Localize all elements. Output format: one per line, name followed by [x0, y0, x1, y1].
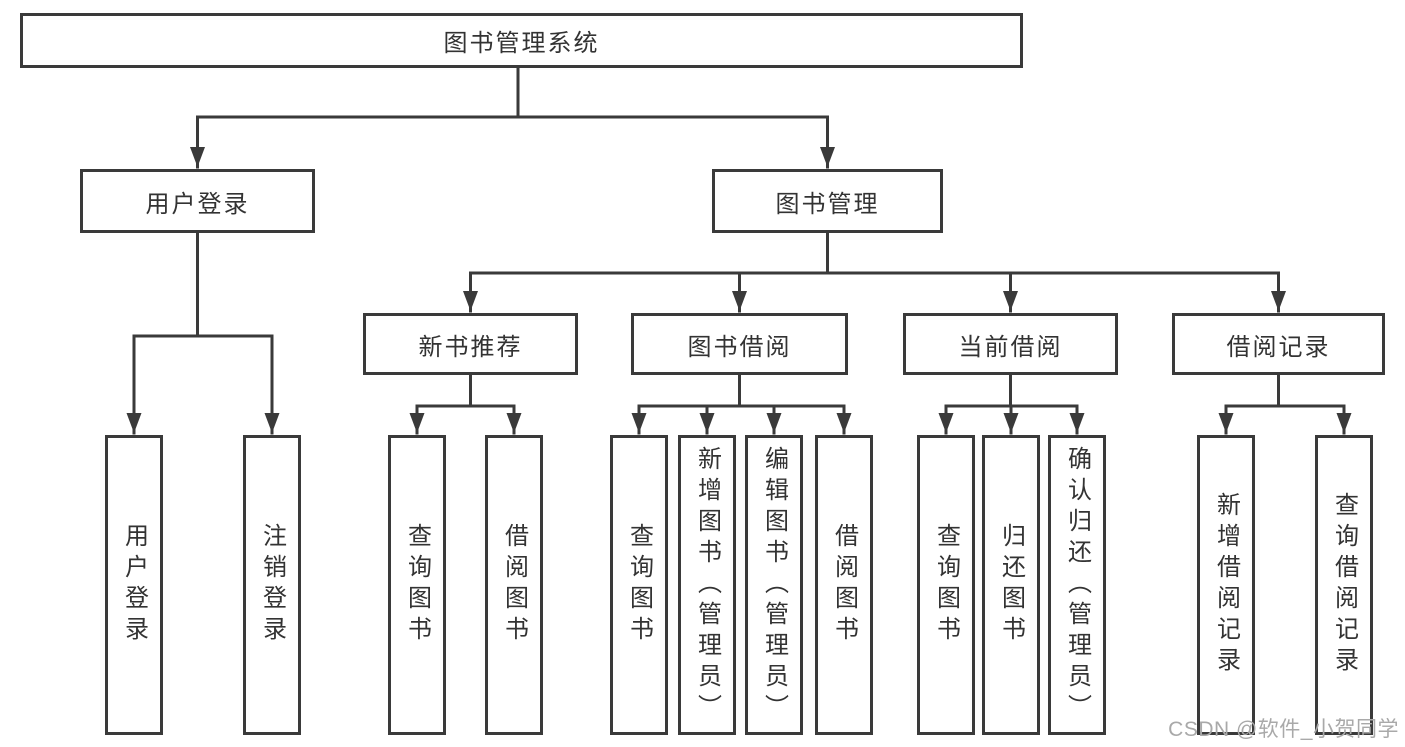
connector-bookmgmt-to-level2: [463, 231, 1286, 313]
connector-newbook-to-leaves: [409, 373, 522, 435]
connector-userlogin-to-leaves: [126, 231, 280, 435]
leaf-label: 借阅图书: [830, 523, 858, 647]
connector-bookborrow-to-leaves: [631, 373, 852, 435]
leaf-label: 新增借阅记录: [1212, 492, 1240, 678]
leaf-label: 注销登录: [258, 523, 286, 647]
leaf-label: 确认归还（管理员）: [1063, 445, 1091, 725]
connector-currentborrow-to-leaves: [938, 373, 1085, 435]
node-current-borrow: 当前借阅: [903, 313, 1118, 375]
node-label: 图书管理系统: [443, 30, 600, 57]
leaf-records-query-record: 查询借阅记录: [1315, 435, 1373, 735]
leaf-label: 查询借阅记录: [1330, 492, 1358, 678]
leaf-label: 新增图书（管理员）: [693, 445, 721, 725]
node-library-management-system: 图书管理系统: [20, 13, 1023, 68]
node-label: 借阅记录: [1226, 333, 1331, 361]
node-label: 新书推荐: [418, 333, 523, 361]
leaf-label: 用户登录: [120, 523, 148, 647]
leaf-borrow-edit-books-admin: 编辑图书（管理员）: [745, 435, 803, 735]
leaf-user-login: 用户登录: [105, 435, 163, 735]
node-borrow-records: 借阅记录: [1172, 313, 1385, 375]
leaf-current-query-books: 查询图书: [917, 435, 975, 735]
leaf-records-add-record: 新增借阅记录: [1197, 435, 1255, 735]
leaf-borrow-borrow-books: 借阅图书: [815, 435, 873, 735]
leaf-logout: 注销登录: [243, 435, 301, 735]
leaf-label: 查询图书: [403, 523, 431, 647]
leaf-label: 查询图书: [932, 523, 960, 647]
leaf-current-return-books: 归还图书: [982, 435, 1040, 735]
node-label: 用户登录: [145, 190, 250, 218]
leaf-label: 借阅图书: [500, 523, 528, 647]
leaf-borrow-query-books: 查询图书: [610, 435, 668, 735]
node-user-login: 用户登录: [80, 169, 315, 233]
connector-records-to-leaves: [1218, 373, 1352, 435]
leaf-borrow-add-books-admin: 新增图书（管理员）: [678, 435, 736, 735]
node-label: 图书管理: [775, 190, 880, 218]
node-new-book-recommend: 新书推荐: [363, 313, 578, 375]
connector-root-to-level1: [190, 66, 835, 169]
leaf-label: 编辑图书（管理员）: [760, 445, 788, 725]
node-book-borrow: 图书借阅: [631, 313, 848, 375]
csdn-watermark: CSDN @软件_小贺同学: [1168, 718, 1399, 741]
leaf-current-confirm-return-admin: 确认归还（管理员）: [1048, 435, 1106, 735]
leaf-label: 归还图书: [997, 523, 1025, 647]
leaf-newbook-query-books: 查询图书: [388, 435, 446, 735]
leaf-newbook-borrow-books: 借阅图书: [485, 435, 543, 735]
node-book-management: 图书管理: [712, 169, 943, 233]
node-label: 图书借阅: [687, 333, 792, 361]
node-label: 当前借阅: [958, 333, 1063, 361]
leaf-label: 查询图书: [625, 523, 653, 647]
